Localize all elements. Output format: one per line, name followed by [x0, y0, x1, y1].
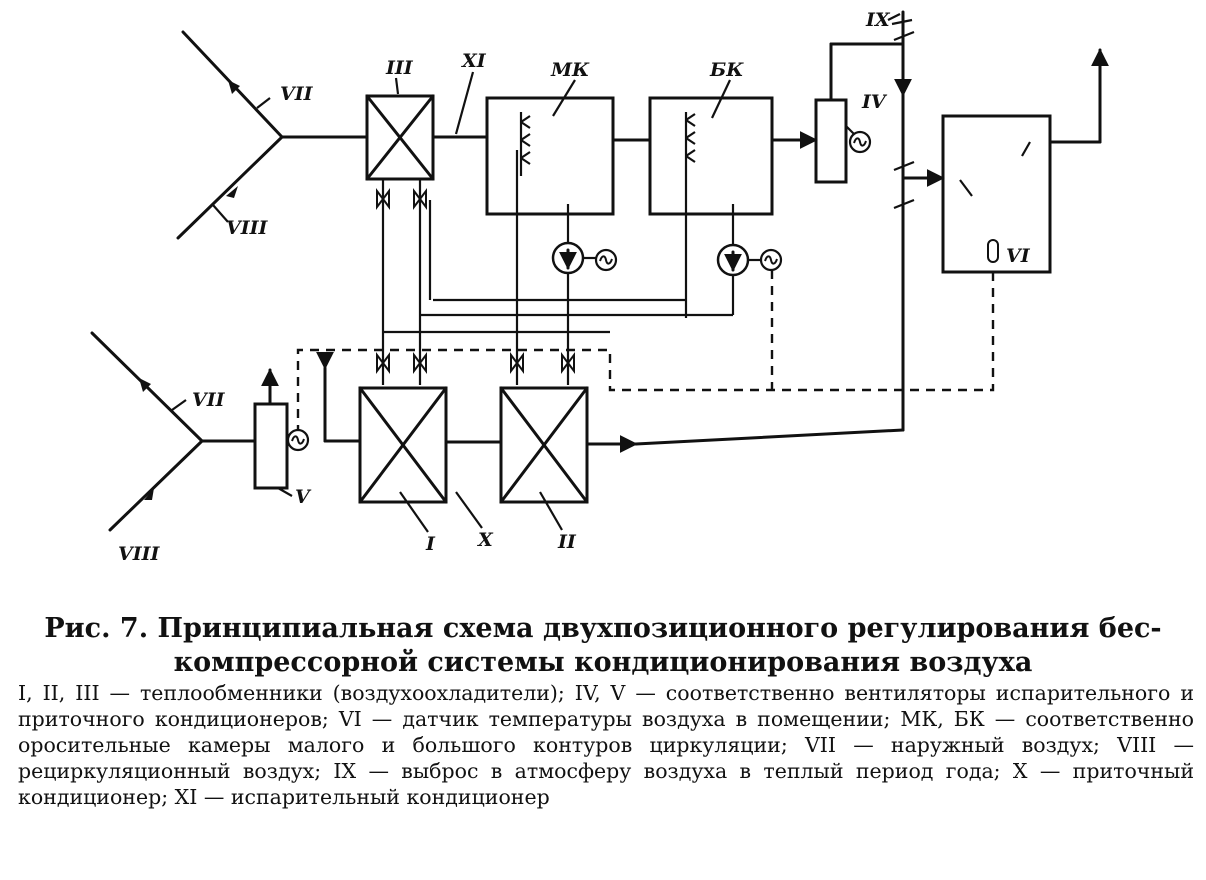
heat-exchanger-iii: [365, 94, 435, 181]
caption-title-line-2: компрессорной системы кондиционирования …: [173, 647, 1033, 678]
control-lines: [296, 270, 995, 430]
label-vii-top: VII: [280, 83, 314, 105]
label-iv: IV: [861, 91, 888, 113]
label-ix: IX: [865, 9, 891, 31]
label-vii-bottom: VII: [192, 389, 226, 411]
label-v: V: [295, 486, 312, 508]
exhaust-duct: [891, 10, 945, 432]
label-vi: VI: [1006, 245, 1031, 267]
motor-icon: [848, 130, 872, 154]
pump-mk: [551, 204, 596, 385]
label-x: X: [477, 529, 494, 551]
chamber-bk: [648, 96, 774, 216]
caption-title-line-1: Рис. 7. Принципиальная схема двухпозицио…: [44, 613, 1162, 644]
motor-icon: [594, 248, 618, 272]
intake-upper: [176, 30, 369, 240]
motor-icon: [286, 428, 310, 452]
motor-icon: [759, 248, 783, 272]
pump-bk: [420, 204, 760, 317]
heat-exchanger-ii: [499, 386, 589, 504]
label-viii-top: VIII: [226, 217, 269, 239]
fan-iv: [814, 42, 905, 184]
intake-lower: [90, 331, 257, 532]
label-ii: II: [557, 531, 577, 553]
label-i: I: [425, 533, 436, 555]
label-bk: БК: [709, 59, 744, 81]
caption-legend: I, II, III — теплообменники (воздухоохла…: [18, 681, 1194, 809]
temperature-sensor-icon: [987, 239, 999, 263]
label-xi: XI: [461, 50, 487, 72]
room: [941, 48, 1109, 274]
label-iii: III: [385, 57, 414, 79]
figure-caption: Рис. 7. Принципиальная схема двухпозицио…: [0, 612, 1206, 810]
schematic-diagram: VII VIII III XI МК БК IV: [90, 9, 1109, 565]
label-mk: МК: [550, 59, 590, 81]
label-viii-bottom: VIII: [118, 543, 161, 565]
chamber-mk: [485, 96, 615, 216]
heat-exchanger-i: [358, 386, 448, 504]
fan-v: [253, 351, 362, 490]
